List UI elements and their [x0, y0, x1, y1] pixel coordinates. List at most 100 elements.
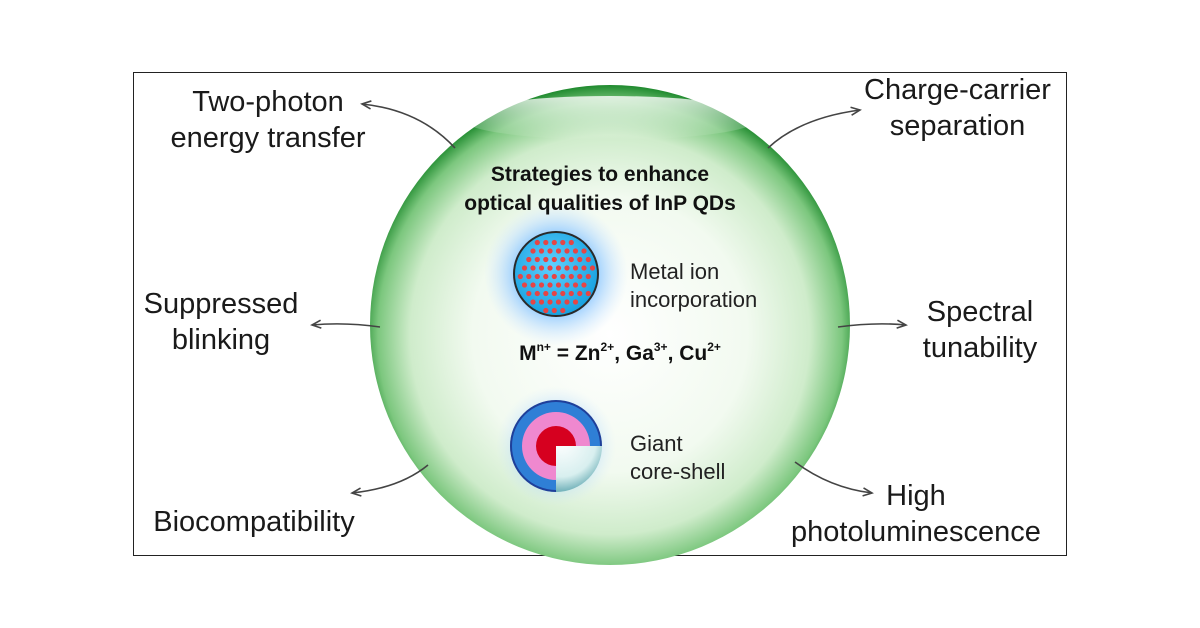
- label-spectral-tunability-line-1: Spectral: [926, 296, 1034, 328]
- ion-dot: [551, 307, 557, 314]
- ion-dot: [568, 256, 574, 263]
- ion-dot: [547, 282, 553, 288]
- formula-sep-1: ,: [614, 342, 626, 365]
- ion-dot: [572, 248, 579, 254]
- formula-zn-sup: 2+: [600, 340, 615, 354]
- label-spectral-tunability-line-2: tunability: [922, 332, 1038, 364]
- ion-dot: [581, 265, 587, 271]
- ion-dot: [521, 265, 528, 271]
- arrow-spectral-tunability: [837, 319, 908, 329]
- label-suppressed-blinking-line-2: blinking: [171, 324, 271, 356]
- ion-dot: [538, 299, 545, 305]
- strategy-core-shell-line-1: Giant: [630, 431, 683, 456]
- ion-dot: [538, 265, 545, 271]
- ion-dot: [551, 290, 557, 297]
- formula-cu-sup: 2+: [707, 340, 721, 354]
- label-two-photon: Two-photon energy transfer: [148, 84, 388, 156]
- ion-dot: [577, 256, 583, 263]
- strategy-metal-ion: Metal ion incorporation: [630, 258, 757, 314]
- ion-dot: [585, 290, 591, 297]
- ion-dot: [577, 273, 583, 280]
- ion-dot: [526, 290, 532, 297]
- formula-ga: Ga: [625, 342, 654, 365]
- ion-dot: [530, 282, 536, 288]
- ion-dot: [555, 282, 562, 288]
- label-charge-carrier: Charge-carrier separation: [850, 72, 1065, 144]
- sphere-highlight: [460, 96, 760, 140]
- ion-dot: [517, 273, 523, 280]
- ion-dot: [568, 273, 574, 280]
- label-two-photon-line-2: energy transfer: [170, 122, 366, 154]
- ion-dot: [555, 265, 562, 271]
- ion-dot: [521, 282, 528, 288]
- ion-dot: [551, 273, 557, 280]
- ion-dot: [534, 273, 540, 280]
- strategy-core-shell-line-2: core-shell: [630, 459, 726, 484]
- arrow-biocompatibility: [350, 464, 429, 497]
- ion-dot: [547, 248, 553, 254]
- label-two-photon-line-1: Two-photon: [192, 86, 344, 118]
- ion-dot: [564, 282, 570, 288]
- ion-dot: [555, 299, 562, 305]
- ion-dot: [534, 290, 540, 297]
- ion-dot: [543, 273, 549, 280]
- ion-dot: [543, 256, 549, 263]
- ion-dot: [543, 239, 549, 246]
- headline: Strategies to enhance optical qualities …: [430, 160, 770, 218]
- ion-dot: [547, 265, 553, 271]
- ion-dot: [589, 265, 596, 271]
- ion-dot: [547, 299, 553, 305]
- label-biocompatibility-line-1: Biocompatibility: [153, 506, 355, 538]
- ion-dot: [560, 307, 566, 314]
- label-biocompatibility: Biocompatibility: [138, 504, 370, 540]
- ion-dot: [560, 273, 566, 280]
- ion-dot: [538, 248, 545, 254]
- label-spectral-tunability: Spectral tunability: [900, 294, 1060, 366]
- strategy-core-shell: Giant core-shell: [630, 430, 725, 486]
- shell-core-layer: [536, 426, 576, 466]
- ion-dot: [572, 299, 579, 305]
- ion-dot: [560, 290, 566, 297]
- ion-dot: [534, 256, 540, 263]
- formula-equals: =: [550, 342, 575, 365]
- sphere: [370, 85, 850, 565]
- ion-dot: [530, 299, 536, 305]
- ion-dot: [530, 248, 536, 254]
- ion-dot: [568, 239, 574, 246]
- ion-dots: [517, 239, 596, 314]
- ion-dot: [581, 248, 587, 254]
- ion-dot: [564, 248, 570, 254]
- ion-dot: [526, 256, 532, 263]
- strategy-metal-ion-line-1: Metal ion: [630, 259, 720, 284]
- ion-dot: [526, 273, 532, 280]
- ion-dot: [564, 265, 570, 271]
- label-suppressed-blinking: Suppressed blinking: [136, 286, 306, 358]
- ion-dot: [577, 290, 583, 297]
- ion-dot: [568, 290, 574, 297]
- headline-line-1: Strategies to enhance: [490, 163, 710, 186]
- ion-dot: [538, 282, 545, 288]
- ion-dot: [585, 273, 591, 280]
- label-high-pl: High photoluminescence: [780, 478, 1052, 550]
- formula-m: M: [519, 342, 537, 365]
- ion-dot: [560, 256, 566, 263]
- ion-dot: [564, 299, 570, 305]
- ion-dot: [555, 248, 562, 254]
- ion-dot: [572, 265, 579, 271]
- arrow-high-pl: [794, 461, 874, 497]
- arrow-suppressed-blinking: [310, 319, 381, 329]
- ion-dot: [560, 239, 566, 246]
- formula-m-sup: n+: [536, 340, 551, 354]
- ion-dot: [543, 290, 549, 297]
- formula-ga-sup: 3+: [653, 340, 668, 354]
- ion-dot: [534, 239, 540, 246]
- strategy-metal-ion-line-2: incorporation: [630, 287, 758, 312]
- ion-dot: [551, 256, 557, 263]
- arrow-charge-carrier: [767, 106, 862, 149]
- headline-line-2: optical qualities of InP QDs: [464, 192, 736, 215]
- ion-dot: [572, 282, 579, 288]
- formula-sep-2: ,: [667, 342, 680, 365]
- ion-dot: [551, 239, 557, 246]
- ion-dot: [581, 282, 587, 288]
- formula-zn: Zn: [574, 342, 601, 365]
